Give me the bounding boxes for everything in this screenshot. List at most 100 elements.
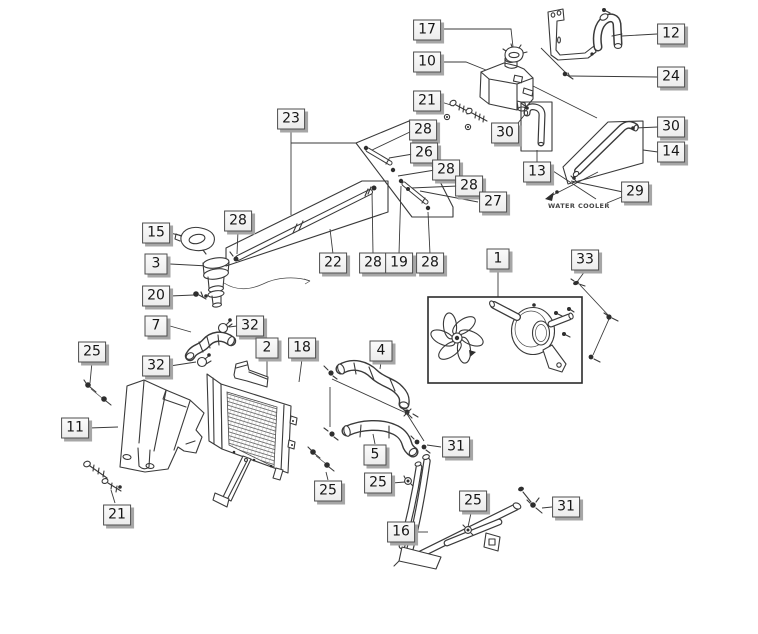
part-number: 31 (557, 498, 575, 515)
shroud-drawing (119, 379, 205, 473)
part-number: 16 (392, 523, 410, 540)
part-number: 28 (437, 161, 455, 178)
part-callout-25[interactable]: 25 (459, 490, 487, 512)
arrow-head (545, 192, 554, 201)
part-callout-28[interactable]: 28 (416, 252, 444, 274)
tube-panel-23-drawing (225, 120, 454, 267)
part-number: 17 (418, 21, 436, 38)
part-callout-31[interactable]: 31 (552, 496, 580, 518)
part-callout-18[interactable]: 18 (288, 337, 316, 359)
part-callout-3[interactable]: 3 (144, 253, 168, 275)
part-callout-11[interactable]: 11 (61, 417, 89, 439)
part-callout-28[interactable]: 28 (455, 175, 483, 197)
part-callout-4[interactable]: 4 (369, 340, 393, 362)
part-callout-15[interactable]: 15 (142, 222, 170, 244)
expansion-tank-drawing (479, 43, 534, 112)
water-cooler-panel-drawing (555, 120, 644, 194)
part-callout-28[interactable]: 28 (409, 119, 437, 141)
part-callout-24[interactable]: 24 (657, 66, 685, 88)
part-number: 28 (421, 254, 439, 271)
part-number: 19 (390, 254, 408, 271)
part-number: 3 (151, 255, 161, 272)
radiator-leg (222, 455, 252, 502)
clamps-31-drawing (402, 408, 543, 514)
pipe-16-drawing (393, 454, 522, 570)
part-callout-19[interactable]: 19 (385, 252, 413, 274)
screws-21-top-drawing (443, 99, 488, 131)
screw-24 (562, 71, 568, 77)
part-number: 10 (418, 53, 436, 70)
fan-housing-drawing (489, 300, 575, 373)
part-number: 25 (464, 492, 482, 509)
part-number: 12 (662, 25, 680, 42)
part-number: 13 (528, 163, 546, 180)
part-callout-26[interactable]: 26 (410, 142, 438, 164)
part-number: 27 (484, 193, 502, 210)
part-callout-32[interactable]: 32 (142, 355, 170, 377)
part-callout-30[interactable]: 30 (657, 116, 685, 138)
part-callout-30[interactable]: 30 (491, 122, 519, 144)
part-number: 22 (324, 254, 342, 271)
radiator-cap-drawing (174, 226, 215, 255)
part-callout-17[interactable]: 17 (413, 19, 441, 41)
part-number: 14 (662, 143, 680, 160)
part-callout-27[interactable]: 27 (479, 191, 507, 213)
part-callout-25[interactable]: 25 (314, 480, 342, 502)
part-number: 28 (229, 212, 247, 229)
part-number: 30 (662, 118, 680, 135)
part-number: 1 (493, 250, 503, 267)
part-callout-12[interactable]: 12 (657, 23, 685, 45)
part-callout-22[interactable]: 22 (319, 252, 347, 274)
part-callout-7[interactable]: 7 (144, 315, 168, 337)
part-number: 32 (241, 317, 259, 334)
part-callout-28[interactable]: 28 (432, 159, 460, 181)
part-callout-28[interactable]: 28 (359, 252, 387, 274)
part-number: 23 (282, 110, 300, 127)
hose-7-drawing (184, 331, 237, 362)
fasteners-drawing (83, 379, 474, 536)
part-number: 28 (364, 254, 382, 271)
part-callout-33[interactable]: 33 (571, 249, 599, 271)
clamps-32-drawing (196, 318, 233, 368)
part-number: 29 (626, 183, 644, 200)
screw-20 (193, 291, 199, 297)
part-number: 31 (447, 438, 465, 455)
water-cooler-label: WATER COOLER (548, 202, 610, 210)
part-number: 25 (83, 343, 101, 360)
part-callout-13[interactable]: 13 (523, 161, 551, 183)
hose-5-drawing (323, 420, 419, 458)
mounting-screws-33-drawing (570, 278, 619, 363)
part-callout-31[interactable]: 31 (442, 436, 470, 458)
part-callout-21[interactable]: 21 (413, 90, 441, 112)
part-number: 7 (151, 317, 161, 334)
part-callout-21[interactable]: 21 (103, 504, 131, 526)
part-callout-5[interactable]: 5 (363, 444, 387, 466)
part-callout-32[interactable]: 32 (236, 315, 264, 337)
part-callout-10[interactable]: 10 (413, 51, 441, 73)
part-number: 28 (460, 177, 478, 194)
radiator-top-bracket (233, 360, 269, 388)
part-number: 21 (418, 92, 436, 109)
part-callout-16[interactable]: 16 (387, 521, 415, 543)
part-number: 32 (147, 357, 165, 374)
part-callout-25[interactable]: 25 (78, 341, 106, 363)
part-number: 26 (415, 144, 433, 161)
part-callout-28[interactable]: 28 (224, 210, 252, 232)
part-callout-2[interactable]: 2 (255, 337, 279, 359)
part-callout-14[interactable]: 14 (657, 141, 685, 163)
fan-assembly-box-drawing (427, 296, 583, 384)
bracket-drawing (547, 8, 623, 80)
fan-drawing (430, 312, 484, 364)
part-number: 28 (414, 121, 432, 138)
part-callout-25[interactable]: 25 (364, 472, 392, 494)
part-number: 15 (147, 224, 165, 241)
part-callout-20[interactable]: 20 (142, 285, 170, 307)
part-number: 25 (319, 482, 337, 499)
part-callout-29[interactable]: 29 (621, 181, 649, 203)
part-number: 5 (370, 446, 380, 463)
part-callout-23[interactable]: 23 (277, 108, 305, 130)
part-number: 2 (262, 339, 272, 356)
part-callout-1[interactable]: 1 (486, 248, 510, 270)
part-number: 33 (576, 251, 594, 268)
